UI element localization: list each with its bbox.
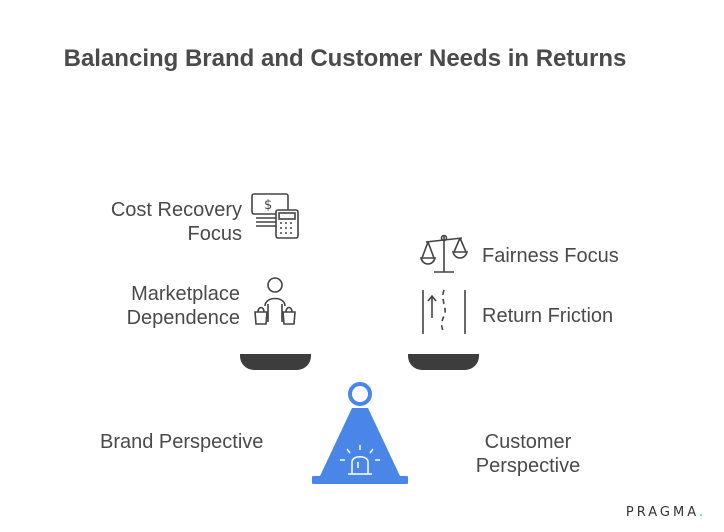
fulcrum <box>312 382 408 484</box>
winding-road-icon <box>422 289 466 335</box>
money-calculator-icon: $ <box>251 193 299 239</box>
right-scale-pan <box>408 354 479 370</box>
brand-perspective-label: Brand Perspective <box>100 431 264 453</box>
alert-light-icon <box>340 445 380 475</box>
balance-scale-icon <box>419 234 469 273</box>
pragma-logo: PRAGMA. <box>625 505 706 520</box>
fairness-focus-label: Fairness Focus <box>482 245 619 267</box>
left-scale-pan <box>240 354 311 370</box>
return-friction-label: Return Friction <box>482 305 614 327</box>
page-title: Balancing Brand and Customer Needs in Re… <box>63 45 627 72</box>
svg-text:$: $ <box>264 198 272 213</box>
person-with-bags-icon <box>254 277 296 325</box>
cost-recovery-label: Cost Recovery Focus <box>110 199 242 245</box>
customer-perspective-label: Customer Perspective <box>475 431 581 477</box>
marketplace-dependence-label: Marketplace Dependence <box>126 283 240 329</box>
